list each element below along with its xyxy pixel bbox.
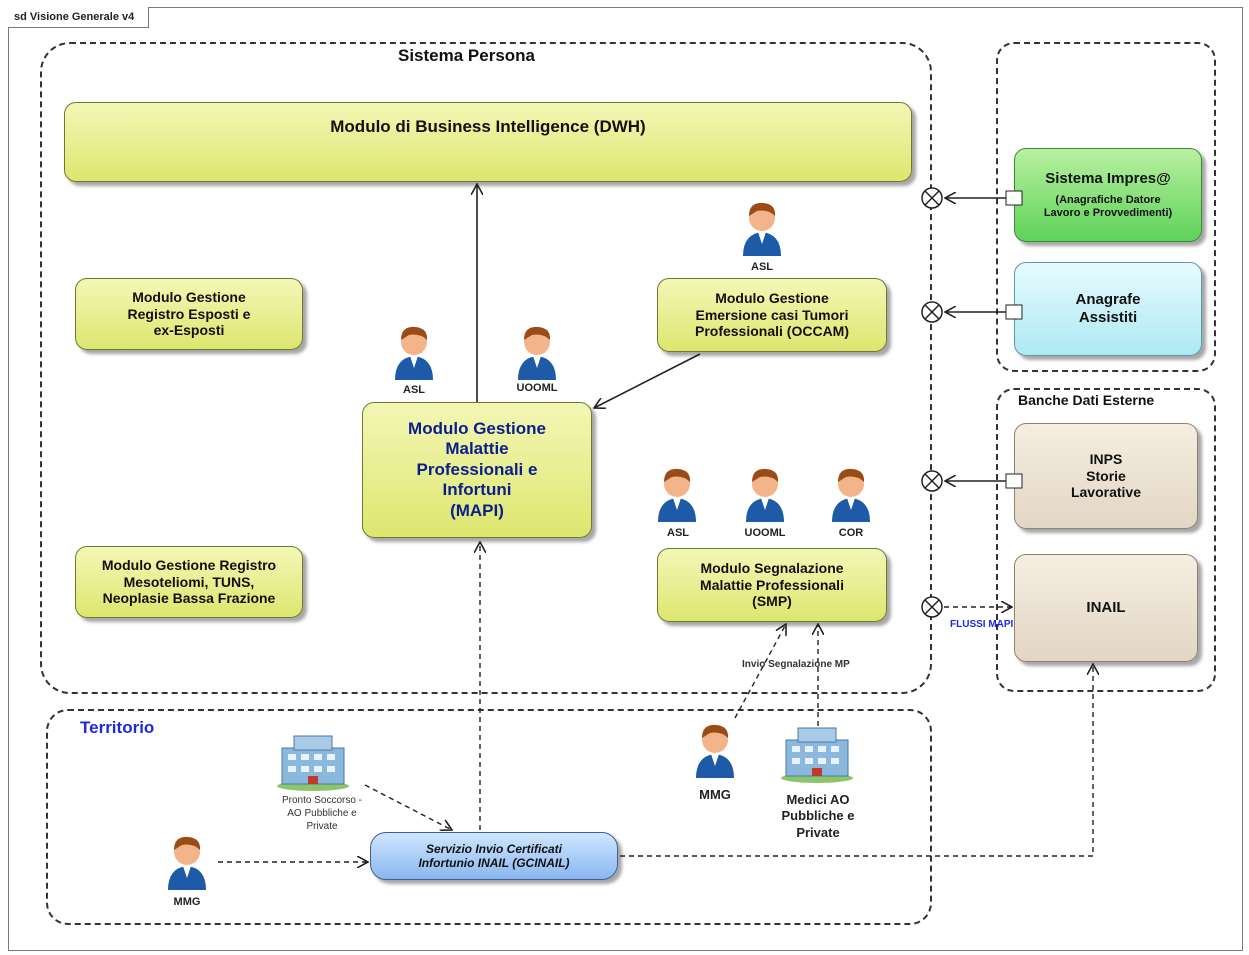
interface-inail-icon: [921, 596, 943, 618]
module-dwh[interactable]: Modulo di Business Intelligence (DWH): [64, 102, 912, 182]
port-anagrafe: [1005, 304, 1023, 320]
actor-asl-mapi-label: ASL: [403, 384, 425, 396]
actor-asl-occam-label: ASL: [751, 261, 773, 273]
flow-label-invio-segnalazione: Invio Segnalazione MP: [742, 659, 850, 670]
group-external-systems: [996, 42, 1216, 372]
system-inps[interactable]: INPS Storie Lavorative: [1014, 423, 1198, 529]
group-sistema-persona: [40, 42, 932, 694]
building-medici-ao-label: Medici AO Pubbliche e Private: [781, 792, 855, 840]
person-icon: [696, 724, 734, 778]
system-impresa[interactable]: Sistema Impres@ (Anagrafiche Datore Lavo…: [1014, 148, 1202, 242]
module-smp[interactable]: Modulo Segnalazione Malattie Professiona…: [657, 548, 887, 622]
flow-pronto-soccorso-to-gcinail: [364, 784, 452, 830]
diagram-frame-title: sd Visione Generale v4: [8, 7, 150, 28]
actor-uooml-smp-label: UOOML: [744, 527, 786, 539]
interface-anagrafe-icon: [921, 301, 943, 323]
module-registro-esposti[interactable]: Modulo Gestione Registro Esposti e ex-Es…: [75, 278, 303, 350]
port-impresa: [1005, 190, 1023, 206]
flow-occam-to-mapi: [594, 353, 701, 408]
group-sistema-persona-title: Sistema Persona: [398, 46, 536, 65]
group-banche-dati-esterne: [996, 388, 1216, 692]
flow-mmg-to-smp: [734, 624, 786, 719]
flow-label-flussi-mapi: FLUSSI MAPI: [950, 619, 1014, 630]
person-icon: [395, 326, 433, 380]
person-icon: [832, 468, 870, 522]
system-impresa-subtitle: (Anagrafiche Datore Lavoro e Provvedimen…: [1043, 193, 1173, 219]
actor-uooml-mapi-label: UOOML: [516, 382, 558, 394]
person-icon: [658, 468, 696, 522]
group-territorio: [46, 709, 932, 925]
actor-mmg-smp-label: MMG: [699, 787, 731, 802]
system-inail[interactable]: INAIL: [1014, 554, 1198, 662]
system-impresa-title: Sistema Impres@: [1045, 169, 1171, 187]
interface-impresa-icon: [921, 187, 943, 209]
person-icon: [518, 326, 556, 380]
module-occam[interactable]: Modulo Gestione Emersione casi Tumori Pr…: [657, 278, 887, 352]
flow-gcinail-to-inail: [620, 664, 1093, 857]
port-inps: [1005, 473, 1023, 489]
actor-mmg-territorio-label: MMG: [173, 896, 201, 908]
group-banche-dati-esterne-title: Banche Dati Esterne: [1018, 392, 1155, 408]
group-territorio-title: Territorio: [80, 718, 155, 737]
hospital-building-icon: [277, 735, 349, 791]
actor-asl-smp-label: ASL: [667, 527, 689, 539]
person-icon: [168, 836, 206, 890]
person-icon: [746, 468, 784, 522]
diagram-frame: [8, 7, 1243, 951]
interface-inps-icon: [921, 470, 943, 492]
system-anagrafe-assistiti[interactable]: Anagrafe Assistiti: [1014, 262, 1202, 356]
hospital-building-icon: [781, 727, 853, 783]
module-registro-mesoteliomi[interactable]: Modulo Gestione Registro Mesoteliomi, TU…: [75, 546, 303, 618]
person-icon: [743, 202, 781, 256]
module-mapi[interactable]: Modulo Gestione Malattie Professionali e…: [362, 402, 592, 538]
service-gcinail[interactable]: Servizio Invio Certificati Infortunio IN…: [370, 832, 618, 880]
actor-cor-smp-label: COR: [838, 527, 864, 539]
building-pronto-soccorso-label: Pronto Soccorso - AO Pubbliche e Private: [281, 795, 363, 832]
